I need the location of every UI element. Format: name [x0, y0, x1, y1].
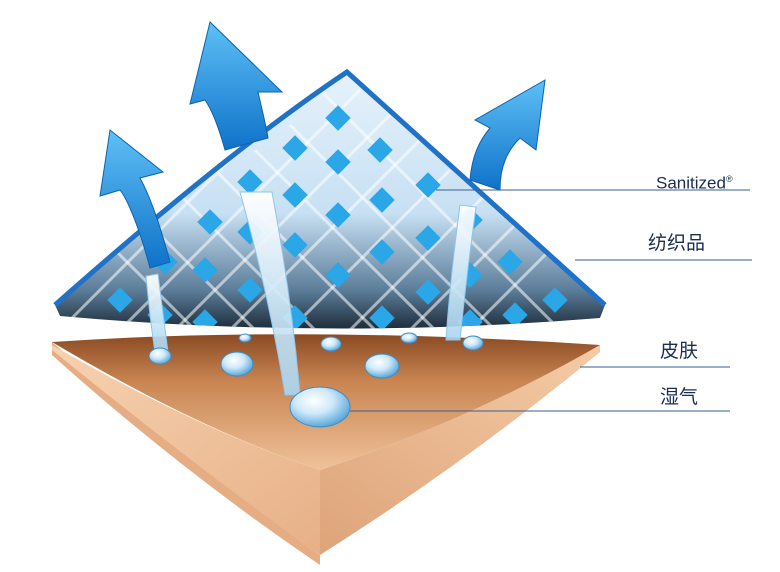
label-moisture: 湿气 — [660, 386, 699, 408]
vapor-arrow-icon — [189, 21, 284, 151]
moisture-streams — [145, 191, 477, 396]
label-fabric: 纺织品 — [648, 232, 706, 254]
fabric-diamond — [542, 287, 568, 313]
fabric-diamond — [192, 257, 218, 283]
fabric-diamond — [415, 225, 441, 251]
fabric-diamond — [282, 135, 308, 161]
fabric-diamond — [325, 262, 351, 288]
fabric-diamond — [369, 239, 395, 265]
water-droplet-icon — [148, 347, 172, 365]
fabric-diamond — [369, 305, 395, 329]
fabric-diamond — [497, 249, 523, 275]
skin-layer — [52, 334, 600, 565]
moisture-droplets — [148, 332, 484, 428]
leader-lines — [350, 189, 752, 412]
fabric-diamond — [237, 277, 263, 303]
skin-left-face — [52, 342, 320, 565]
fabric-diamond — [415, 279, 441, 305]
water-droplet-icon — [289, 386, 351, 428]
fabric-diamond — [367, 137, 393, 163]
water-droplet-icon — [400, 332, 418, 344]
skin-front-right — [320, 345, 600, 555]
fabric-edge — [53, 68, 607, 307]
fabric-diamond — [369, 187, 395, 213]
label-antimicrobial: Sanitized® — [656, 168, 733, 195]
vapor-arrow-icon — [99, 129, 171, 269]
fabric-diamond — [282, 232, 308, 258]
skin-front-left — [52, 345, 320, 555]
vapor-arrow-icon — [469, 79, 546, 191]
fabric-diamond — [282, 182, 308, 208]
label-skin: 皮肤 — [660, 340, 699, 362]
label-antimicrobial-text: Sanitized — [656, 173, 726, 193]
fabric-diamond — [107, 287, 133, 313]
water-droplet-icon — [364, 353, 400, 379]
fabric-diamond — [415, 172, 441, 198]
fabric-diamond — [325, 202, 351, 228]
registered-mark: ® — [725, 174, 733, 184]
water-droplet-icon — [238, 333, 252, 343]
water-droplet-icon — [220, 351, 254, 377]
water-droplet-icon — [320, 336, 342, 352]
vapor-arrows — [99, 21, 546, 269]
water-droplet-icon — [462, 335, 484, 351]
fabric-diamond — [325, 105, 351, 131]
fabric-diamond — [325, 149, 351, 175]
fabric-diamond — [502, 302, 528, 328]
